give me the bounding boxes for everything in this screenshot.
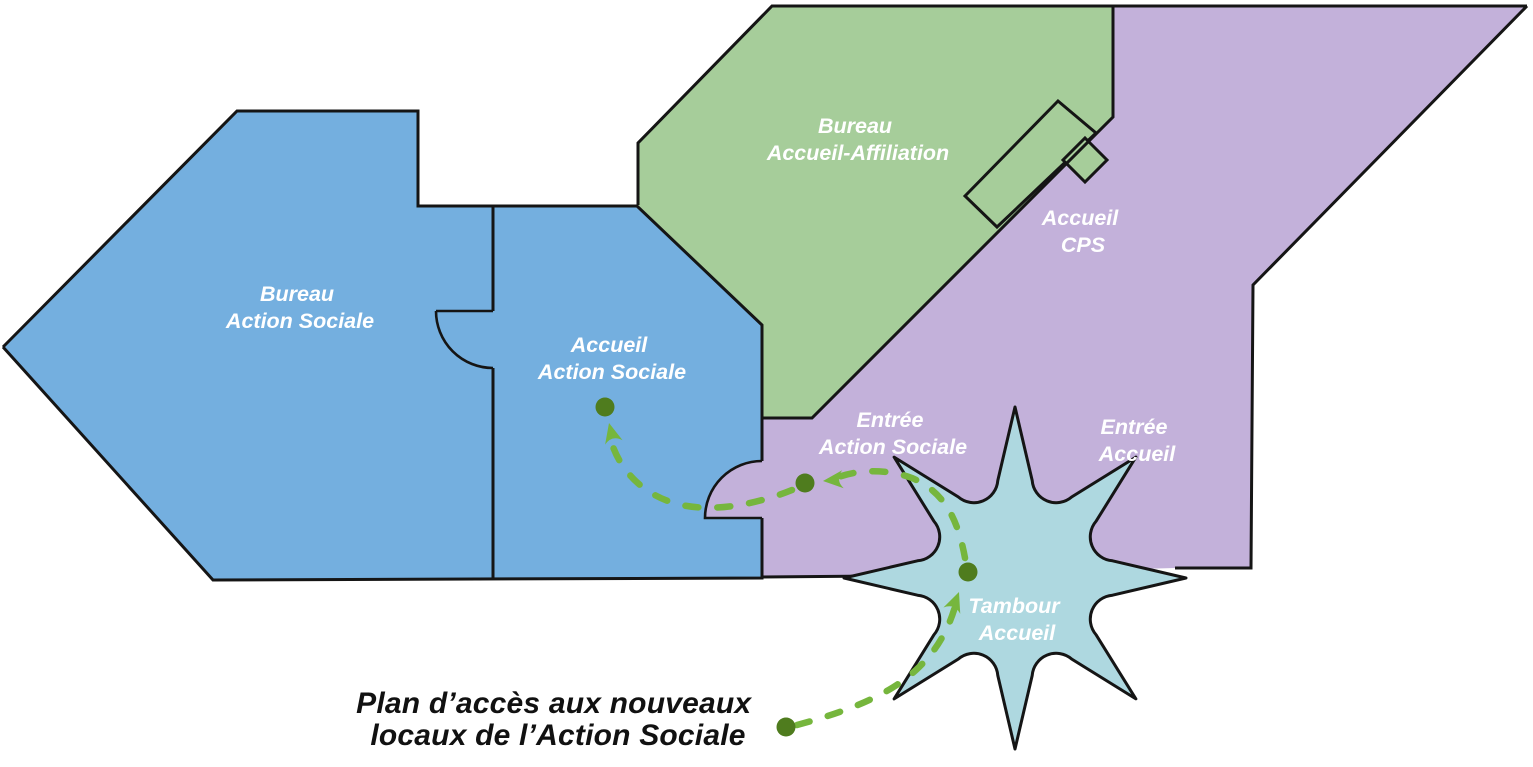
label-entree-action-sociale: Entrée Action Sociale (818, 408, 967, 459)
wall-blue-outer-bottom (1, 345, 764, 582)
route-segment-1 (793, 599, 960, 729)
route-stop-dot-accueil (595, 397, 615, 417)
route-arrowhead-entree (823, 470, 844, 489)
route-arrowhead-accueil (605, 423, 623, 445)
label-entree-accueil: Entrée Accueil (1098, 415, 1177, 466)
region-bureau-accueil-affiliation (638, 6, 1113, 418)
label-accueil-action-sociale: Accueil Action Sociale (537, 333, 686, 384)
page-title: Plan d’accès aux nouveaux locaux de l’Ac… (356, 687, 760, 752)
route-segment-3 (606, 433, 796, 511)
label-accueil-cps: Accueil CPS (1041, 206, 1124, 257)
region-bureau-action-sociale (3, 111, 493, 580)
route-stop-dot-tambour (958, 562, 978, 582)
door-swing-arc (434, 310, 494, 370)
region-accueil-cps (762, 6, 1527, 577)
wall-purple-right (1175, 4, 1529, 570)
route (595, 397, 978, 737)
label-bureau-action-sociale: Bureau Action Sociale (225, 282, 374, 333)
route-arrowhead-tambour (943, 592, 961, 614)
walls (1, 4, 1529, 582)
route-stop-dot-entree (795, 473, 815, 493)
wall-blue-outer-top (1, 109, 764, 461)
region-accueil-action-sociale (493, 206, 762, 580)
wall-top-edge (636, 4, 1527, 205)
door-symbol-entree (703, 459, 763, 520)
route-segment-2 (832, 468, 969, 562)
label-tambour-accueil: Tambour Accueil (968, 594, 1065, 645)
wall-green-purple (763, 6, 1115, 420)
tambour-revolving-door-shape (842, 405, 1188, 751)
door-symbol-action-sociale (434, 309, 494, 370)
corridor-sas-notch (1060, 135, 1110, 185)
label-bureau-accueil-affiliation: Bureau Accueil-Affiliation (766, 114, 949, 165)
route-stop-dot-start (776, 717, 796, 737)
